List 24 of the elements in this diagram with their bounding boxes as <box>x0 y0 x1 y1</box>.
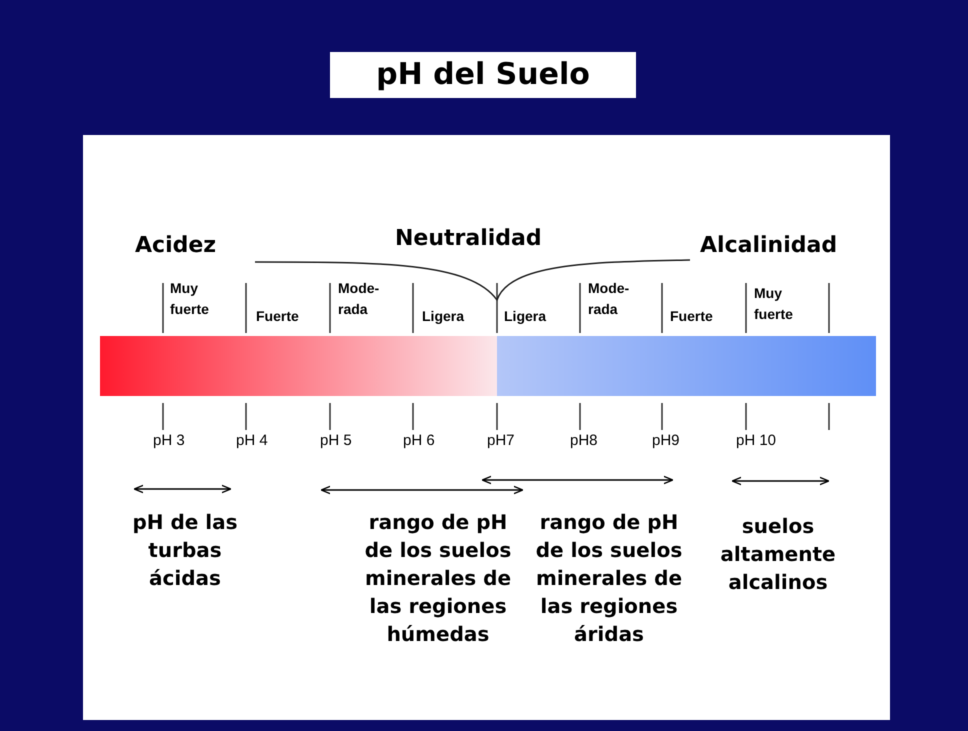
ph-label: pH 4 <box>236 432 269 450</box>
ph-label: pH8 <box>570 432 599 450</box>
ph-label: pH9 <box>652 432 681 450</box>
category-label: Fuerte <box>670 307 714 326</box>
ph-label: pH7 <box>487 432 516 450</box>
heading: Neutralidad <box>395 225 543 253</box>
range-description: rango de pH de los suelos minerales de las regiones húmedas <box>364 509 512 648</box>
category-label: Fuerte <box>256 307 300 326</box>
ph-label: pH 6 <box>403 432 436 450</box>
range-description: rango de pH de los suelos minerales de las regiones áridas <box>534 509 684 648</box>
range-description: pH de las turbas ácidas <box>131 509 239 592</box>
heading: Acidez <box>135 232 218 260</box>
heading: Alcalinidad <box>700 232 838 260</box>
ph-label: pH 10 <box>736 432 778 450</box>
range-description: suelos altamente alcalinos <box>719 513 837 596</box>
category-label: Mode-rada <box>338 279 380 319</box>
title: pH del Suelo <box>330 52 636 98</box>
ph-label: pH 5 <box>320 432 353 450</box>
category-label: Ligera <box>504 307 548 326</box>
category-label: Mode-rada <box>588 279 630 319</box>
category-label: Muy fuerte <box>754 284 794 324</box>
ph-label: pH 3 <box>153 432 186 450</box>
category-label: Muy fuerte <box>170 279 210 319</box>
category-label: Ligera <box>422 307 466 326</box>
